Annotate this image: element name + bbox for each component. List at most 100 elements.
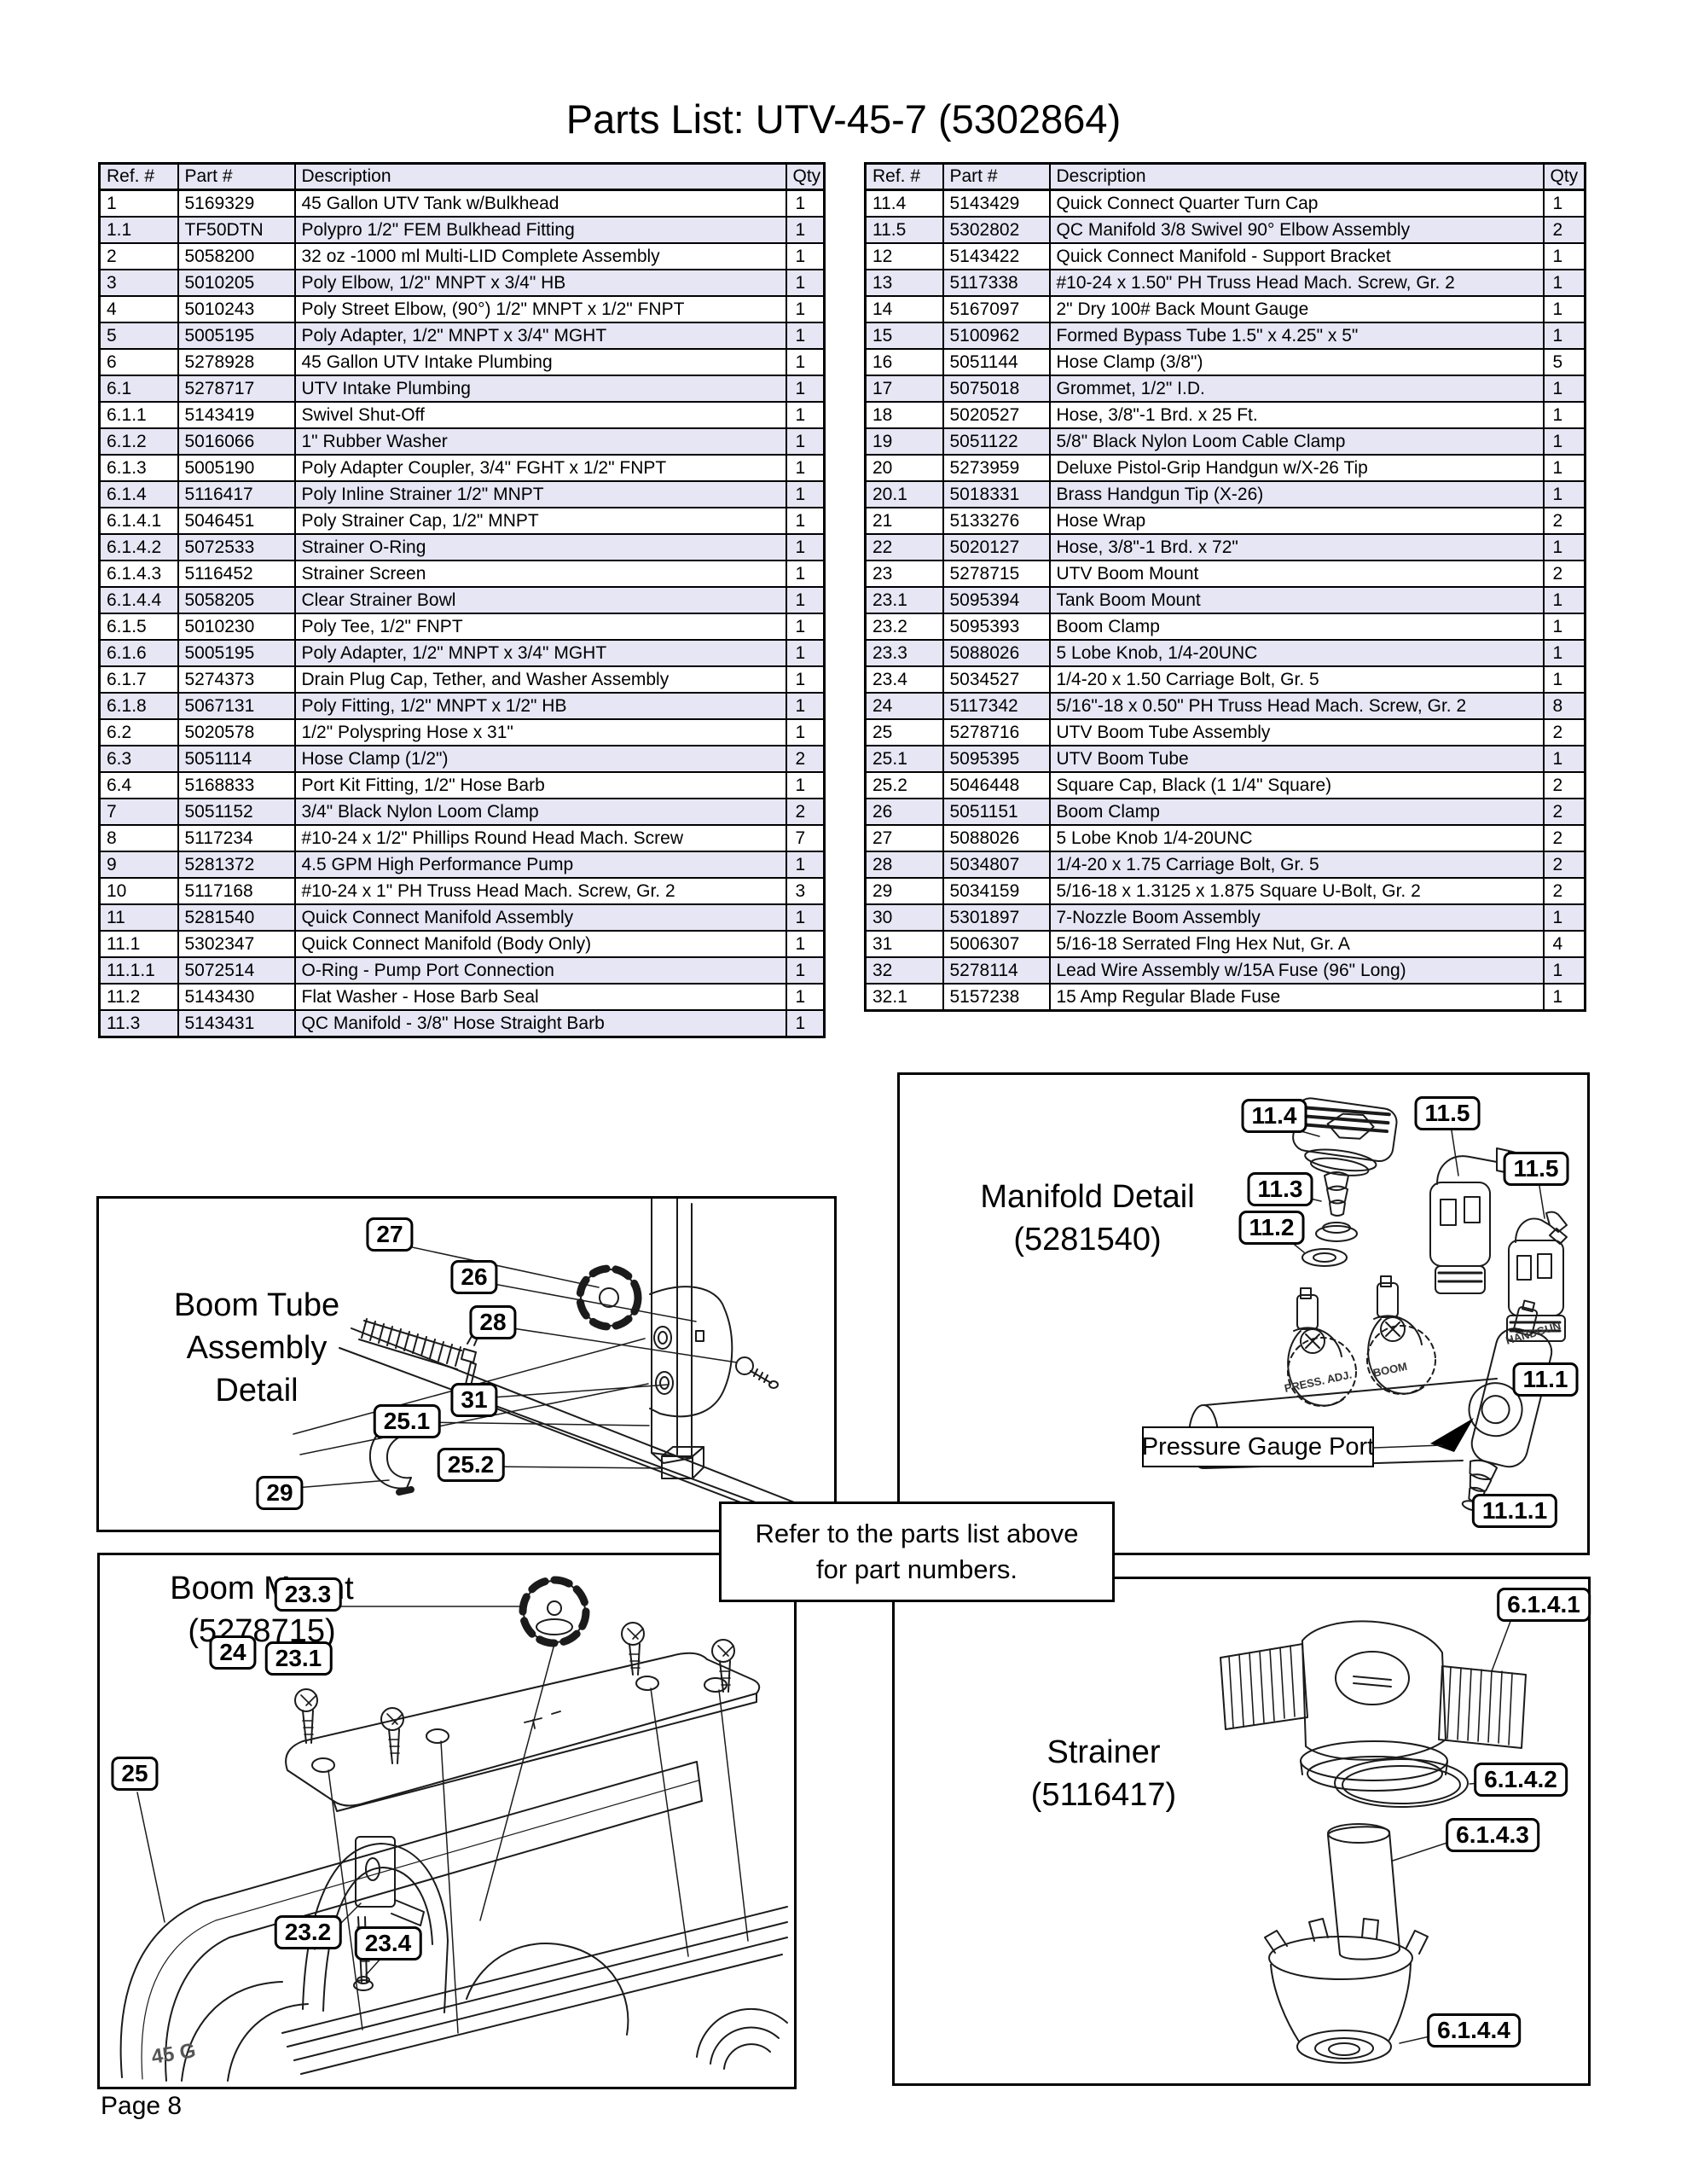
cell-desc: Poly Adapter Coupler, 3/4" FGHT x 1/2" F… xyxy=(293,454,787,482)
engraved-press-adj: PRESS. ADJ. xyxy=(1284,1368,1354,1395)
callout-23-1: 23.1 xyxy=(264,1641,333,1676)
cell-qty: 1 xyxy=(1542,586,1586,614)
cell-ref: 1 xyxy=(98,189,179,218)
cell-desc: Hose, 3/8"-1 Brd. x 72" xyxy=(1048,533,1545,561)
cell-ref: 9 xyxy=(98,851,179,879)
cell-qty: 1 xyxy=(785,665,826,694)
cell-qty: 1 xyxy=(785,242,826,270)
cell-ref: 5 xyxy=(98,322,179,350)
cell-qty: 1 xyxy=(785,983,826,1011)
cell-part: 5143429 xyxy=(942,189,1051,218)
cell-desc: Swivel Shut-Off xyxy=(293,401,787,429)
cell-ref: 25.2 xyxy=(864,771,944,799)
cell-ref: 27 xyxy=(864,824,944,852)
callout-6-1-4-4: 6.1.4.4 xyxy=(1427,2013,1521,2048)
cell-part: 5168833 xyxy=(177,771,296,799)
cell-part: 5278715 xyxy=(942,560,1051,588)
cell-qty: 1 xyxy=(785,956,826,985)
cell-desc: Polypro 1/2" FEM Bulkhead Fitting xyxy=(293,216,787,244)
cell-desc: Clear Strainer Bowl xyxy=(293,586,787,614)
cell-ref: 11.4 xyxy=(864,189,944,218)
cell-desc: 5/16-18 x 1.3125 x 1.875 Square U-Bolt, … xyxy=(1048,877,1545,905)
cell-desc: UTV Boom Tube xyxy=(1048,745,1545,773)
cell-qty: 1 xyxy=(785,613,826,641)
cell-part: 5034527 xyxy=(942,665,1051,694)
cell-part: 5034807 xyxy=(942,851,1051,879)
cell-desc: Deluxe Pistol-Grip Handgun w/X-26 Tip xyxy=(1048,454,1545,482)
cell-ref: 29 xyxy=(864,877,944,905)
cell-qty: 4 xyxy=(1542,930,1586,958)
cell-part: 5010243 xyxy=(177,295,296,323)
column-header: Part # xyxy=(942,162,1051,191)
cell-qty: 1 xyxy=(1542,983,1586,1012)
column-header: Ref. # xyxy=(864,162,944,191)
cell-ref: 6.1.4 xyxy=(98,480,179,508)
cell-desc: Hose, 3/8"-1 Brd. x 25 Ft. xyxy=(1048,401,1545,429)
cell-qty: 1 xyxy=(1542,242,1586,270)
cell-part: 5095393 xyxy=(942,613,1051,641)
cell-qty: 1 xyxy=(785,1009,826,1038)
cell-part: TF50DTN xyxy=(177,216,296,244)
cell-qty: 3 xyxy=(785,877,826,905)
cell-qty: 1 xyxy=(785,480,826,508)
cell-ref: 6.1.1 xyxy=(98,401,179,429)
strainer-panel-title: Strainer (5116417) xyxy=(1030,1734,1177,1813)
callout-11-3: 11.3 xyxy=(1247,1172,1313,1206)
cell-ref: 32.1 xyxy=(864,983,944,1012)
cell-ref: 19 xyxy=(864,427,944,456)
cell-ref: 6.1.4.2 xyxy=(98,533,179,561)
cell-ref: 6.4 xyxy=(98,771,179,799)
cell-qty: 1 xyxy=(785,348,826,376)
manifold-panel-title: Manifold Detail (5281540) xyxy=(980,1179,1195,1258)
cell-qty: 1 xyxy=(785,560,826,588)
callout-23-4: 23.4 xyxy=(354,1926,422,1960)
cell-qty: 1 xyxy=(1542,454,1586,482)
cell-desc: Lead Wire Assembly w/15A Fuse (96" Long) xyxy=(1048,956,1545,985)
cell-ref: 14 xyxy=(864,295,944,323)
cell-qty: 1 xyxy=(785,295,826,323)
cell-qty: 1 xyxy=(785,692,826,720)
cell-part: 5169329 xyxy=(177,189,296,218)
cell-qty: 1 xyxy=(1542,427,1586,456)
cell-qty: 2 xyxy=(1542,771,1586,799)
cell-qty: 1 xyxy=(1542,375,1586,403)
cell-ref: 32 xyxy=(864,956,944,985)
cell-part: 5006307 xyxy=(942,930,1051,958)
cell-part: 5301897 xyxy=(942,903,1051,932)
cell-qty: 1 xyxy=(1542,903,1586,932)
callout-11-5b: 11.5 xyxy=(1503,1152,1569,1186)
cell-part: 5117168 xyxy=(177,877,296,905)
cell-desc: Tank Boom Mount xyxy=(1048,586,1545,614)
cell-desc: 45 Gallon UTV Intake Plumbing xyxy=(293,348,787,376)
cell-ref: 6.1.8 xyxy=(98,692,179,720)
cell-desc: Square Cap, Black (1 1/4" Square) xyxy=(1048,771,1545,799)
cell-part: 5143430 xyxy=(177,983,296,1011)
cell-ref: 20.1 xyxy=(864,480,944,508)
cell-desc: Quick Connect Manifold (Body Only) xyxy=(293,930,787,958)
engraved-boom: BOOM xyxy=(1372,1360,1409,1380)
cell-ref: 6.1.3 xyxy=(98,454,179,482)
pressure-gauge-port-label: Pressure Gauge Port xyxy=(1142,1426,1374,1467)
cell-part: 5005195 xyxy=(177,639,296,667)
cell-part: 5046451 xyxy=(177,507,296,535)
cell-desc: Hose Clamp (1/2") xyxy=(293,745,787,773)
cell-desc: Port Kit Fitting, 1/2" Hose Barb xyxy=(293,771,787,799)
strainer-drawing xyxy=(1220,1616,1527,2064)
